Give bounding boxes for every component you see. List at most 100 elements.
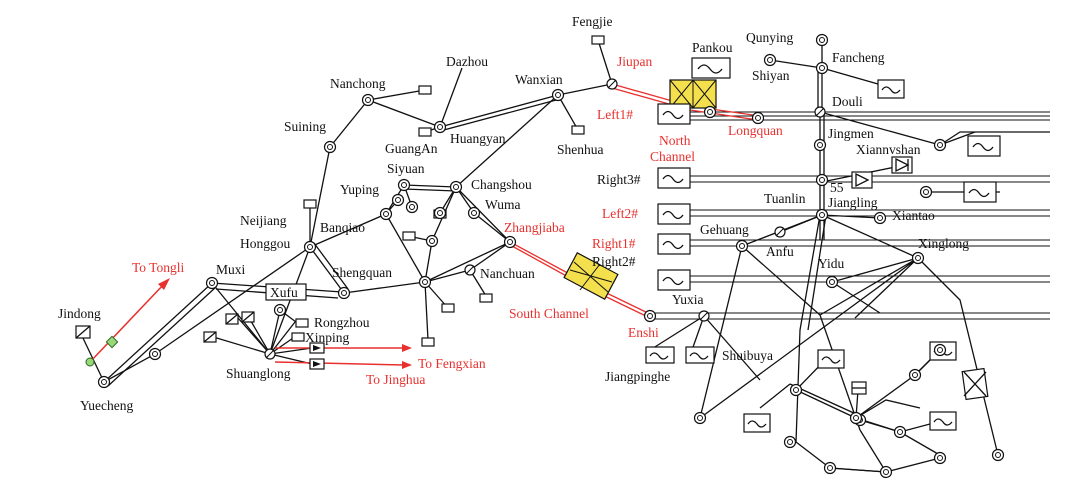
label-right1: Right1# xyxy=(592,236,636,251)
label-siyuan: Siyuan xyxy=(387,161,425,176)
substation-node-inner xyxy=(422,279,428,285)
substation-node-inner xyxy=(819,37,825,43)
label-dazhou: Dazhou xyxy=(446,54,488,69)
label-longquan: Longquan xyxy=(728,123,783,138)
substation-node-inner xyxy=(409,204,415,210)
generator-icon xyxy=(645,346,675,364)
substation-node-inner xyxy=(819,212,825,218)
label-right3: Right3# xyxy=(597,172,641,187)
label-shenhua: Shenhua xyxy=(557,142,604,157)
substation-node-inner xyxy=(787,439,793,445)
label-yuecheng: Yuecheng xyxy=(80,398,133,413)
substation-node-inner xyxy=(937,347,943,353)
label-shuibuya: Shuibuya xyxy=(722,348,773,363)
substation-node-inner xyxy=(555,92,561,98)
generators xyxy=(645,57,1001,433)
label-douli: Douli xyxy=(832,94,863,109)
label-jiangling: Jiangling xyxy=(828,195,878,210)
label-pankou: Pankou xyxy=(692,40,733,55)
label-tuanlin: Tuanlin xyxy=(764,191,806,206)
substation-node-inner xyxy=(341,290,347,296)
label-shengquan: Shengquan xyxy=(332,265,392,280)
label-south-channel: South Channel xyxy=(509,306,589,321)
label-jiangpinghe: Jiangpinghe xyxy=(605,369,670,384)
label-north-channel-1: North xyxy=(659,133,691,148)
substation-node-inner xyxy=(923,189,929,195)
label-north-channel-2: Channel xyxy=(650,149,695,164)
substation-node-inner xyxy=(307,244,313,250)
label-yidu: Yidu xyxy=(818,256,845,271)
label-suining: Suining xyxy=(284,119,326,134)
generator-icon xyxy=(657,269,691,291)
label-fancheng: Fancheng xyxy=(832,50,885,65)
substation-node-inner xyxy=(897,429,903,435)
generator-icon xyxy=(743,413,771,433)
substation-node-inner xyxy=(453,184,459,190)
substation-node-inner xyxy=(819,177,825,183)
label-rongzhou: Rongzhou xyxy=(314,315,370,330)
generator-icon xyxy=(967,135,1001,157)
label-xiantao: Xiantao xyxy=(892,208,935,223)
generator-icon xyxy=(657,167,691,189)
substation-node-inner xyxy=(365,97,371,103)
label-to-tongli: To Tongli xyxy=(132,260,184,275)
substation-node-inner xyxy=(883,469,889,475)
substation-node-inner xyxy=(817,142,823,148)
generator-icon xyxy=(963,181,997,203)
labels: Fengjie Jiupan Dazhou Nanchong Wanxian P… xyxy=(58,14,969,413)
label-right2: Right2# xyxy=(592,254,636,269)
substation-node-inner xyxy=(327,144,333,150)
substation-node-inner xyxy=(429,238,435,244)
label-shiyan: Shiyan xyxy=(752,68,790,83)
label-wanxian: Wanxian xyxy=(515,72,563,87)
substation-node-inner xyxy=(937,455,943,461)
label-honggou: Honggou xyxy=(240,236,290,251)
label-changshou: Changshou xyxy=(471,177,532,192)
label-wuma: Wuma xyxy=(485,197,520,212)
generator-icon xyxy=(657,233,691,255)
label-jingmen: Jingmen xyxy=(828,126,874,141)
substation-nodes xyxy=(97,33,1005,479)
substation-node-inner xyxy=(507,239,513,245)
substation-node-inner xyxy=(437,210,443,216)
substation-node-inner xyxy=(277,307,283,313)
label-xinping: Xinping xyxy=(305,330,350,345)
label-left1: Left1# xyxy=(597,107,633,122)
label-nanchong: Nanchong xyxy=(330,76,386,91)
substation-node-inner xyxy=(937,142,943,148)
substation-node-inner xyxy=(995,452,1001,458)
label-to-fengxian: To Fengxian xyxy=(418,356,486,371)
label-jiupan: Jiupan xyxy=(617,54,652,69)
generator-icon xyxy=(817,349,845,369)
substation-node-inner xyxy=(437,124,443,130)
label-neijiang: Neijiang xyxy=(240,213,287,228)
to-tongli-arrow xyxy=(89,282,166,363)
generator-icon xyxy=(657,103,691,125)
substation-node-inner xyxy=(152,351,158,357)
generator-icon xyxy=(877,79,905,99)
label-left2: Left2# xyxy=(602,206,638,221)
breaker-slash xyxy=(265,349,275,359)
breaker-slash xyxy=(815,107,825,117)
label-yuping: Yuping xyxy=(340,182,379,197)
substation-node-inner xyxy=(707,109,713,115)
label-nanchuan: Nanchuan xyxy=(480,266,535,281)
substation-node-inner xyxy=(739,243,745,249)
south-channel-converter xyxy=(563,252,619,300)
substation-node-inner xyxy=(101,379,107,385)
substation-node-inner xyxy=(827,465,833,471)
label-shuanglong: Shuanglong xyxy=(226,366,291,381)
label-banqiao: Banqiao xyxy=(320,220,365,235)
label-guangan: GuangAn xyxy=(385,141,438,156)
breaker-slash xyxy=(699,311,709,321)
breaker-slash xyxy=(465,265,475,275)
label-zhangjiaba: Zhangjiaba xyxy=(504,220,565,235)
label-55: 55 xyxy=(830,180,844,195)
substation-node-inner xyxy=(829,279,835,285)
substation-node-inner xyxy=(401,182,407,188)
substation-node-inner xyxy=(395,197,401,203)
label-xufu: Xufu xyxy=(270,285,298,300)
substation-node-inner xyxy=(471,210,477,216)
substation-node-inner xyxy=(912,372,918,378)
